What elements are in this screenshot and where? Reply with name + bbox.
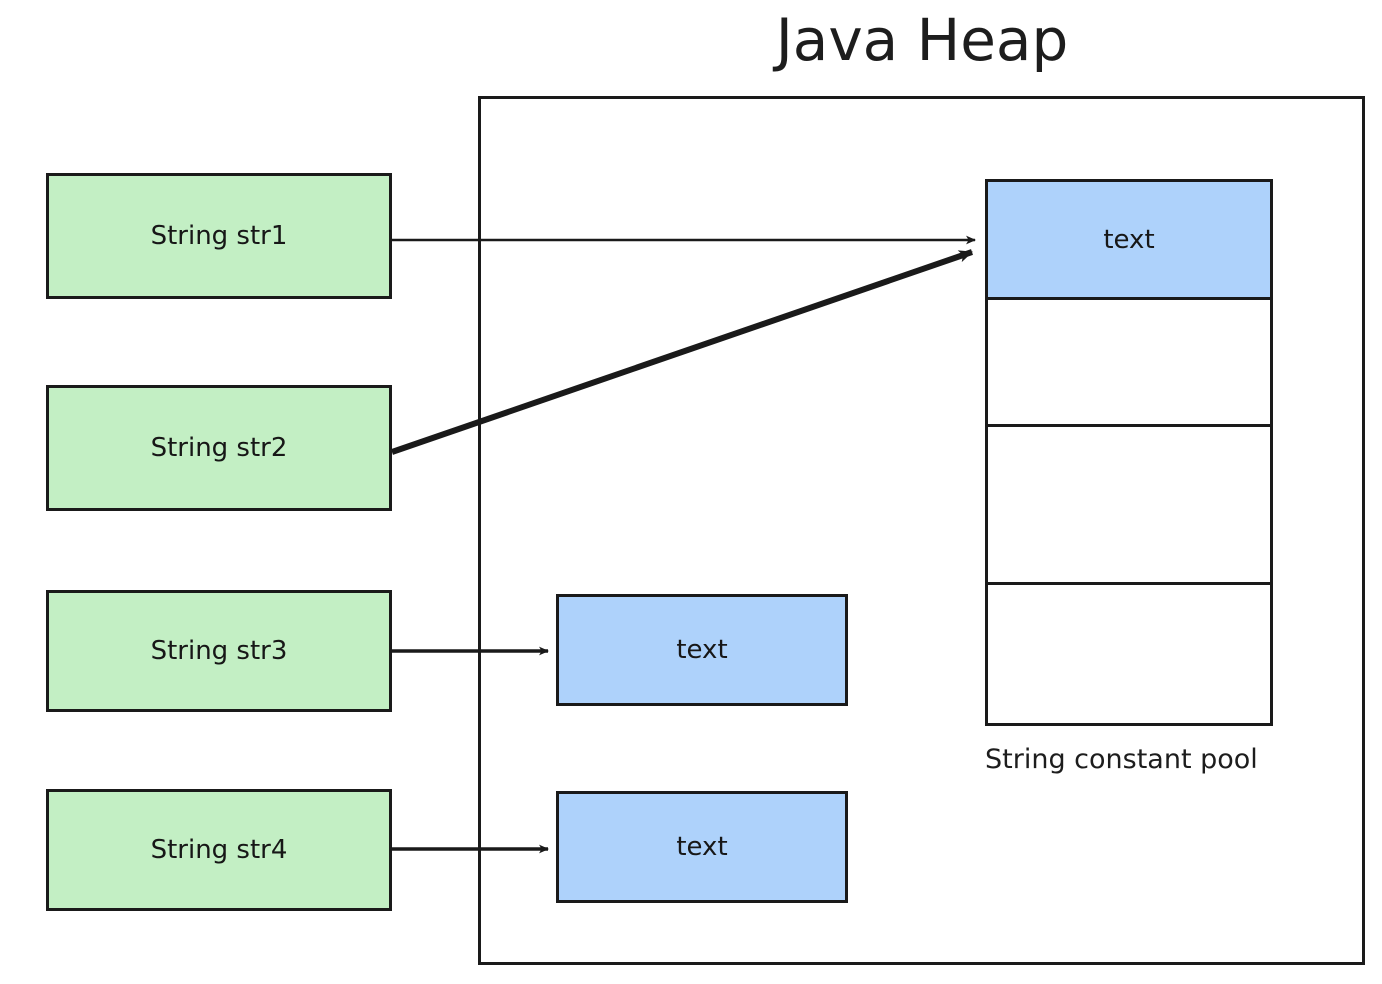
java-heap-container [478,96,1365,965]
pool-slot-3[interactable] [988,585,1270,724]
pool-slot-1[interactable] [988,300,1270,427]
variable-box-str3[interactable]: String str3 [46,590,392,712]
heap-string-object-2[interactable]: text [556,791,848,903]
pool-caption-label: String constant pool [985,744,1258,775]
string-constant-pool: text [985,179,1273,726]
pool-slot-2[interactable] [988,427,1270,585]
variable-box-str4[interactable]: String str4 [46,789,392,911]
pool-slot-0[interactable]: text [988,182,1270,300]
variable-box-str1[interactable]: String str1 [46,173,392,299]
page-title: Java Heap [775,6,1069,74]
variable-box-str2[interactable]: String str2 [46,385,392,511]
heap-string-object-1[interactable]: text [556,594,848,706]
